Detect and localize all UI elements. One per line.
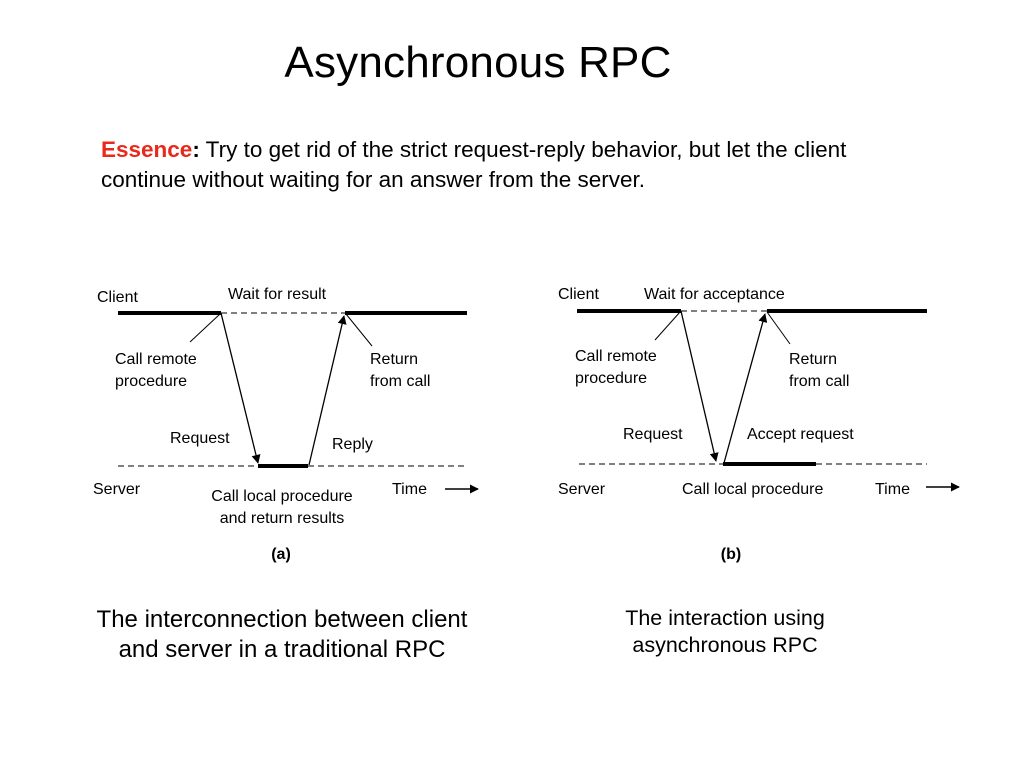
return-leader-a	[345, 313, 373, 347]
wait-label-b: Wait for acceptance	[644, 286, 785, 303]
accept-arrow-b	[723, 313, 768, 464]
essence-text: Try to get rid of the strict request-rep…	[101, 137, 847, 192]
local-label-a-1: Call local procedure	[211, 488, 353, 505]
request-label-b: Request	[623, 426, 683, 443]
request-arrow-b	[680, 310, 719, 462]
caption-asynchronous-rpc: The interaction using asynchronous RPC	[560, 605, 890, 659]
caption-b-line-1: The interaction using	[625, 606, 825, 630]
return-label-b-2: from call	[789, 373, 849, 390]
call-remote-leader-a	[189, 313, 221, 343]
sublabel-a: (a)	[271, 546, 291, 563]
call-remote-label-b-2: procedure	[575, 370, 647, 387]
call-remote-label-a-2: procedure	[115, 373, 187, 390]
reply-label-a: Reply	[332, 436, 373, 453]
return-leader-b	[766, 311, 791, 345]
caption-a-line-2: and server in a traditional RPC	[118, 636, 446, 663]
diagram-a: Client Wait for result Call remote proce…	[93, 286, 479, 563]
call-remote-label-b-1: Call remote	[575, 348, 657, 365]
diagram-b: Client Wait for acceptance Call remote p…	[558, 286, 960, 563]
caption-a-line-1: The interconnection between client	[96, 606, 468, 633]
accept-label-b: Accept request	[747, 426, 854, 443]
return-label-b-1: Return	[789, 351, 837, 368]
return-label-a-1: Return	[370, 351, 418, 368]
call-remote-label-a-1: Call remote	[115, 351, 197, 368]
call-remote-leader-b	[654, 311, 681, 341]
client-label-a: Client	[97, 289, 138, 306]
essence-paragraph: Essence: Try to get rid of the strict re…	[101, 135, 931, 195]
reply-arrow-a	[308, 315, 347, 466]
request-arrow-a	[220, 312, 261, 464]
essence-colon: :	[192, 137, 200, 162]
essence-label: Essence	[101, 137, 193, 162]
caption-b-line-2: asynchronous RPC	[632, 633, 818, 657]
time-label-a: Time	[392, 481, 427, 498]
slide-title: Asynchronous RPC	[284, 38, 672, 87]
local-label-b: Call local procedure	[682, 481, 824, 498]
local-label-a-2: and return results	[220, 510, 345, 527]
wait-label-a: Wait for result	[228, 286, 327, 303]
time-label-b: Time	[875, 481, 910, 498]
return-label-a-2: from call	[370, 373, 430, 390]
client-label-b: Client	[558, 286, 599, 303]
request-label-a: Request	[170, 430, 230, 447]
caption-traditional-rpc: The interconnection between client and s…	[52, 605, 512, 665]
server-label-a: Server	[93, 481, 141, 498]
sublabel-b: (b)	[721, 546, 741, 563]
server-label-b: Server	[558, 481, 606, 498]
